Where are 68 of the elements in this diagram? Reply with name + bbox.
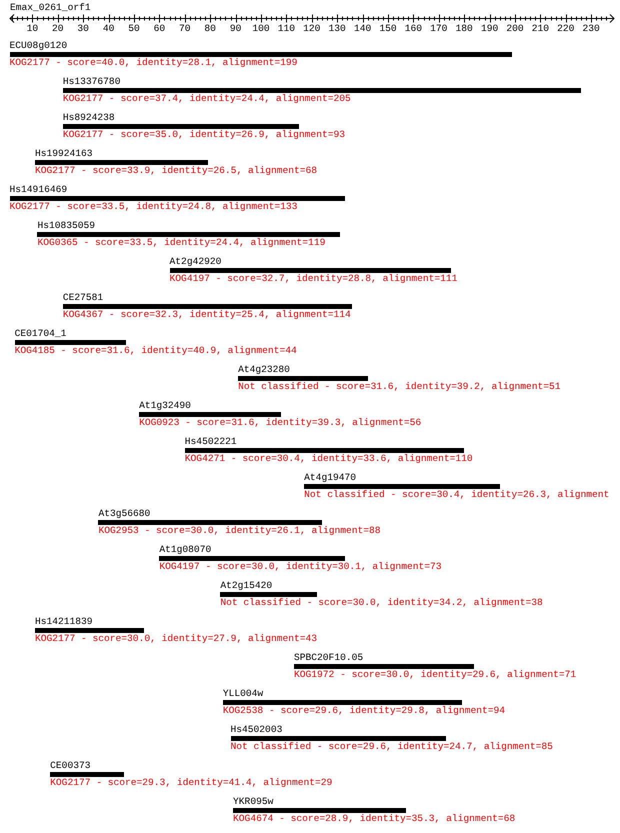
- hit-name: At2g15420: [220, 580, 272, 592]
- hit-description: KOG4185 - score=31.6, identity=40.9, alignment=44: [14, 345, 297, 357]
- hit-name: ECU08g0120: [10, 40, 68, 52]
- hit-description: KOG0923 - score=31.6, identity=39.3, alignment=56: [139, 417, 422, 429]
- hit-name: Hs14916469: [10, 184, 68, 196]
- tick-label: 160: [404, 23, 422, 34]
- hit-name: Hs4502221: [184, 436, 237, 448]
- tick-label: 110: [278, 23, 296, 34]
- hit-description: KOG2177 - score=33.9, identity=26.5, alignment=68: [34, 165, 318, 177]
- hit-name: Hs13376780: [62, 76, 120, 88]
- hit-name: YKR095w: [233, 796, 274, 808]
- hit-description: KOG2177 - score=37.4, identity=24.4, alignment=205: [62, 93, 351, 105]
- hit-description: KOG1972 - score=30.0, identity=29.6, alignment=71: [294, 669, 576, 681]
- hit-description: KOG4197 - score=30.0, identity=30.1, alignment=73: [159, 561, 442, 573]
- tick-label: 180: [456, 23, 473, 34]
- hit-name: At2g42920: [170, 256, 222, 268]
- tick-label: 50: [128, 23, 140, 34]
- hit-description: KOG4271 - score=30.4, identity=33.6, alignment=110: [184, 453, 473, 465]
- hit-name: Hs10835059: [37, 220, 96, 232]
- tick-label: 80: [204, 23, 216, 34]
- hit-description: KOG0365 - score=33.5, identity=24.4, alignment=119: [37, 237, 326, 249]
- tick-label: 200: [506, 23, 524, 34]
- hit-description: KOG2177 - score=29.3, identity=41.4, alignment=29: [50, 777, 332, 789]
- hit-description: KOG2177 - score=33.5, identity=24.8, alignment=133: [10, 201, 298, 213]
- hit-description: KOG2538 - score=29.6, identity=29.8, alignment=94: [222, 705, 505, 717]
- hit-name: Hs14211839: [34, 616, 93, 628]
- hit-description: Not classified - score=30.4, identity=26.3, alignment: [304, 489, 610, 501]
- hit-description: KOG4367 - score=32.3, identity=25.4, alignment=114: [62, 309, 351, 321]
- hit-name: CE27581: [62, 292, 104, 304]
- tick-label: 190: [480, 23, 498, 34]
- hit-description: Not classified - score=31.6, identity=39.2, alignment=51: [238, 381, 561, 393]
- hit-name: At4g23280: [238, 364, 290, 376]
- tick-label: 20: [52, 23, 64, 34]
- hit-description: Not classified - score=30.0, identity=34.2, alignment=38: [220, 597, 543, 609]
- tick-label: 30: [77, 23, 89, 34]
- hit-name: CE01704_1: [14, 328, 66, 340]
- tick-label: 140: [354, 23, 372, 34]
- tick-label: 10: [26, 23, 38, 34]
- tick-label: 130: [328, 23, 346, 34]
- tick-label: 230: [582, 23, 600, 34]
- tick-label: 150: [379, 23, 397, 34]
- hit-name: Hs19924163: [34, 148, 93, 160]
- tick-label: 220: [557, 23, 574, 34]
- tick-label: 40: [102, 23, 114, 34]
- tick-label: 100: [252, 23, 270, 34]
- hit-name: Hs4502003: [230, 724, 282, 736]
- hit-name: YLL004w: [222, 688, 264, 700]
- hit-description: KOG2177 - score=30.0, identity=27.9, alignment=43: [34, 633, 318, 645]
- hit-name: SPBC20F10.05: [294, 652, 364, 664]
- hit-description: KOG2177 - score=35.0, identity=26.9, alignment=93: [62, 129, 345, 141]
- hit-description: KOG4197 - score=32.7, identity=28.8, alignment=111: [170, 273, 458, 285]
- hit-name: At3g56680: [98, 508, 150, 520]
- hit-description: Not classified - score=29.6, identity=24.7, alignment=85: [230, 741, 553, 753]
- tick-label: 60: [154, 23, 166, 34]
- hit-description: KOG2953 - score=30.0, identity=26.1, alignment=88: [98, 525, 381, 537]
- hit-name: At1g32490: [139, 400, 191, 412]
- hit-name: Hs8924238: [62, 112, 115, 124]
- hit-description: KOG2177 - score=40.0, identity=28.1, alignment=199: [10, 57, 298, 69]
- tick-label: 170: [430, 23, 448, 34]
- tick-label: 70: [179, 23, 191, 34]
- tick-label: 210: [532, 23, 550, 34]
- hit-name: At1g08070: [159, 544, 212, 556]
- hit-name: CE00373: [50, 760, 90, 772]
- sequence-title: Emax_0261_orf1: [10, 2, 91, 14]
- tick-label: 90: [230, 23, 242, 34]
- hit-name: At4g19470: [304, 472, 356, 484]
- tick-label: 120: [303, 23, 320, 34]
- hit-description: KOG4674 - score=28.9, identity=35.3, alignment=68: [233, 813, 516, 825]
